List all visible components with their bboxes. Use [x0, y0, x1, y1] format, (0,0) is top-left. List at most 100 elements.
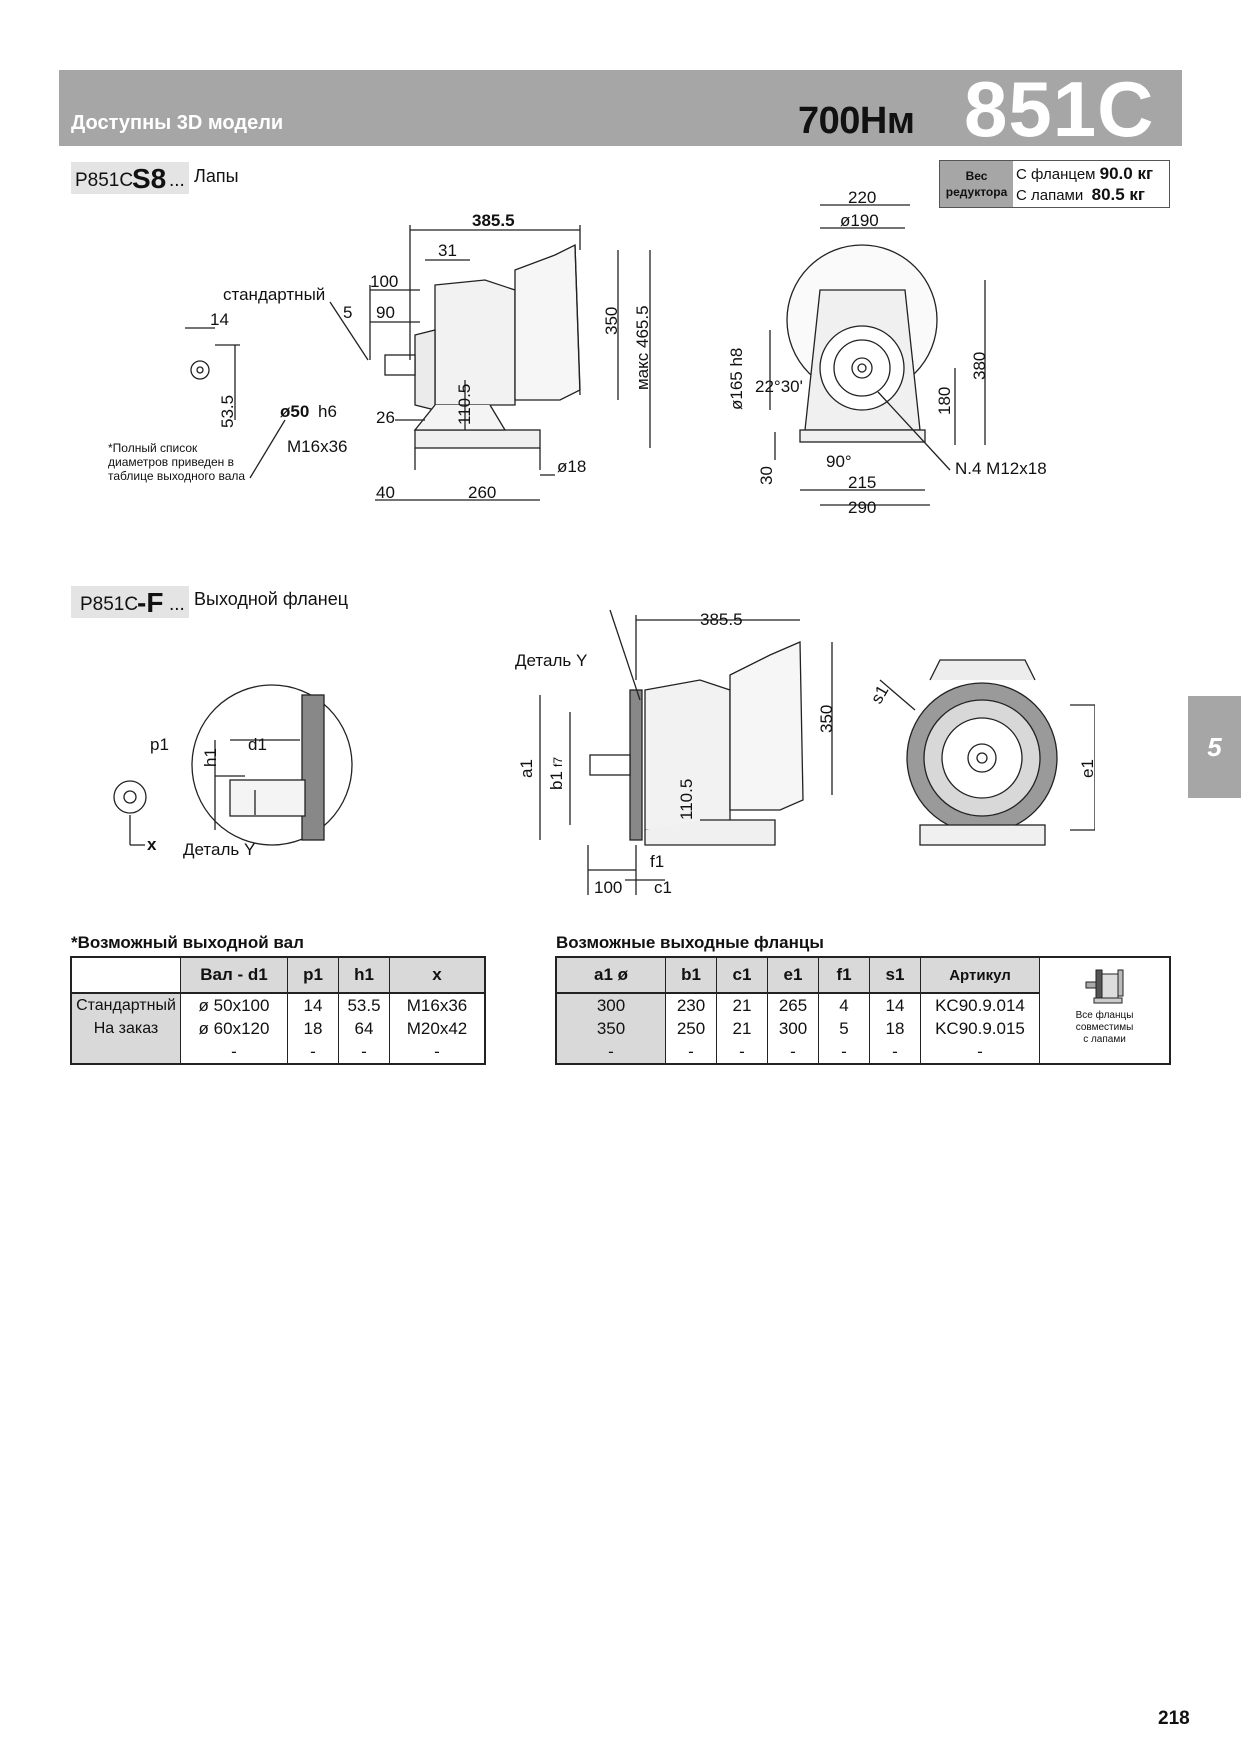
table-cell: 21 [716, 1017, 768, 1040]
dim-40: 40 [376, 483, 395, 502]
chapter-tab[interactable]: 5 [1188, 696, 1241, 798]
code-prefix: P851C [80, 594, 139, 615]
table-header-cell: f1 [818, 956, 870, 994]
label-detail-y-callout: Деталь Y [515, 651, 587, 670]
table-header-cell: c1 [716, 956, 768, 994]
dim-c1: c1 [654, 878, 672, 897]
table-header-cell: b1 [665, 956, 717, 994]
dim-290: 290 [848, 498, 876, 517]
dim-90: 90 [376, 303, 395, 322]
model-number: 851C [964, 65, 1155, 153]
table-cell: M16x36 [389, 993, 486, 1017]
dim-350: 350 [602, 307, 621, 335]
dim-p1: p1 [150, 735, 169, 754]
table-cell: 53.5 [338, 993, 390, 1017]
table-row-label [70, 1040, 181, 1064]
table-header-cell: p1 [287, 956, 339, 994]
dim-f1: f1 [650, 852, 664, 871]
dim-a1: a1 [517, 759, 536, 778]
table-cell: 350 [555, 1017, 666, 1040]
code-variant: -F [137, 587, 164, 618]
table-row: 350 250 21 300 5 18 KC90.9.015 [555, 1017, 1170, 1040]
tolerance-h6: h6 [318, 402, 337, 421]
dim-100-flange: 100 [594, 878, 622, 897]
table-cell: 265 [767, 993, 819, 1017]
dim-5: 5 [343, 303, 352, 322]
table-row: На заказ ø 60x120 18 64 M20x42 [70, 1017, 486, 1040]
dim-14: 14 [210, 310, 229, 329]
table-row-label: На заказ [70, 1017, 181, 1040]
table-header-row: a1 ø b1 c1 e1 f1 s1 Артикул Все фланцы с… [555, 956, 1171, 1064]
compatibility-note: Все фланцы совместимы с лапами [1039, 956, 1171, 1064]
flange-table: a1 ø b1 c1 e1 f1 s1 Артикул Все фланцы с… [555, 956, 1171, 1065]
dim-bolts: N.4 M12x18 [955, 459, 1047, 478]
drawing-flange: p1 x h1 d1 Деталь Y Деталь Y 385.5 a1 b1… [113, 609, 1095, 897]
table-cell: 250 [665, 1017, 717, 1040]
dim-30: 30 [757, 466, 776, 485]
weight-label: Вес редуктора [940, 161, 1013, 207]
table-cell: - [920, 1040, 1040, 1064]
3d-models-link[interactable]: Доступны 3D модели [71, 112, 284, 134]
dim-380: 380 [970, 352, 989, 380]
dim-b1: b1 [547, 771, 566, 790]
table-header-cell: a1 ø [555, 956, 666, 994]
table-cell: - [555, 1040, 666, 1064]
table-header-row: Вал - d1 p1 h1 x [70, 956, 486, 994]
dim-385-5: 385.5 [472, 211, 515, 230]
gearbox-thumbnail-icon [1085, 969, 1123, 1004]
dim-d1: d1 [248, 735, 267, 754]
table-cell: - [665, 1040, 717, 1064]
weight-row-flange: С фланцем 90.0 кг [1016, 164, 1154, 183]
shaft-table: Вал - d1 p1 h1 x Стандартный ø 50x100 14… [70, 956, 486, 1065]
table-row: 300 230 21 265 4 14 KC90.9.014 [555, 993, 1170, 1017]
weight-box: Вес редуктора С фланцем 90.0 кг С лапами… [939, 160, 1170, 208]
table-cell: - [767, 1040, 819, 1064]
table-header-cell: e1 [767, 956, 819, 994]
dim-215: 215 [848, 473, 876, 492]
torque-rating: 700Нм [798, 100, 915, 142]
dim-m16x36: M16x36 [287, 437, 347, 456]
dim-110-5-flange: 110.5 [677, 779, 696, 820]
code-box-feet: P851C S8 ... [71, 162, 189, 194]
shaft-table-title: *Возможный выходной вал [71, 933, 304, 952]
table-cell: - [869, 1040, 921, 1064]
table-cell: - [338, 1040, 390, 1064]
dim-31: 31 [438, 241, 457, 260]
table-header-cell [70, 956, 181, 994]
dim-90-deg: 90° [826, 452, 852, 471]
dim-18: ø18 [557, 457, 586, 476]
table-cell: 18 [869, 1017, 921, 1040]
drawing-feet-side: 385.5 31 100 стандартный 5 90 14 53.5 ø5… [185, 211, 652, 502]
section-title-feet: Лапы [194, 166, 239, 186]
dim-260: 260 [468, 483, 496, 502]
table-row: - - - - - - - [555, 1040, 1170, 1064]
table-cell: 5 [818, 1017, 870, 1040]
table-row-label: Стандартный [70, 993, 181, 1017]
dim-shaft-diameter: ø50 [280, 402, 309, 421]
table-cell: 14 [287, 993, 339, 1017]
table-cell: - [389, 1040, 486, 1064]
table-cell: - [818, 1040, 870, 1064]
weight-row-feet: С лапами 80.5 кг [1016, 185, 1146, 204]
section-title-flange: Выходной фланец [194, 589, 349, 609]
table-cell: 300 [767, 1017, 819, 1040]
footnote: *Полный список диаметров приведен в табл… [108, 441, 246, 483]
dim-110-5: 110.5 [455, 384, 474, 425]
dim-angle: 22°30' [755, 377, 803, 396]
table-cell: 21 [716, 993, 768, 1017]
table-cell: KC90.9.015 [920, 1017, 1040, 1040]
table-cell: 300 [555, 993, 666, 1017]
code-suffix: ... [169, 594, 185, 615]
dim-max-465-5: макс 465.5 [633, 305, 652, 390]
code-suffix: ... [169, 170, 185, 191]
table-cell: - [287, 1040, 339, 1064]
code-variant: S8 [132, 163, 167, 194]
label-standard: стандартный [223, 285, 325, 304]
dim-385-5-flange: 385.5 [700, 610, 743, 629]
flange-table-title: Возможные выходные фланцы [556, 933, 824, 952]
table-header-cell: h1 [338, 956, 390, 994]
table-header-cell: x [389, 956, 486, 994]
table-row: - - - - [70, 1040, 486, 1064]
code-prefix: P851C [75, 170, 134, 191]
dim-h1: h1 [201, 748, 220, 767]
